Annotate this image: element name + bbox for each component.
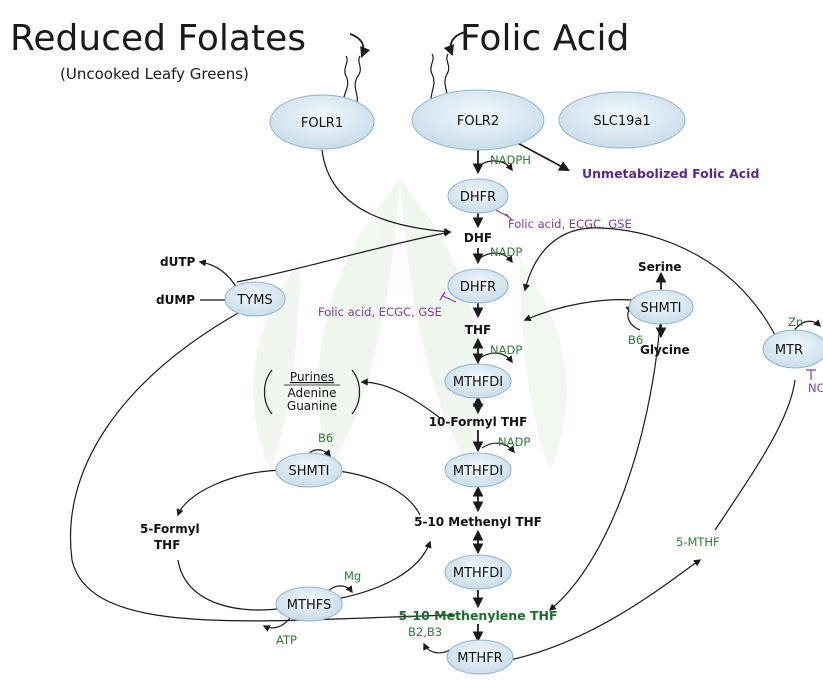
- title-reduced-folates: Reduced Folates: [10, 18, 306, 59]
- node-dhfr-1: DHFR: [447, 178, 509, 214]
- node-shmt-right: SHMTI: [628, 289, 694, 325]
- label-purines: Purines: [290, 370, 334, 384]
- label-dhf: DHF: [464, 231, 492, 245]
- inhibitor-label-dhfr-1: Folic acid, ECGC, GSE: [508, 217, 632, 231]
- inhibitor-label-nc: NC: [808, 381, 823, 395]
- inhibitor-label-dhfr-2: Folic acid, ECGC, GSE: [318, 305, 442, 319]
- label-5-formyl-thf: THF: [154, 538, 180, 552]
- svg-text:SLC19a1: SLC19a1: [593, 114, 650, 129]
- label-10-formyl-thf: 10-Formyl THF: [429, 415, 528, 429]
- purines-group: Purines Adenine Guanine: [263, 369, 361, 415]
- label-thf: THF: [465, 323, 491, 337]
- label-glycine: Glycine: [640, 343, 690, 357]
- pathway-arrows: [69, 139, 822, 661]
- cofactor-b6-left: B6: [318, 431, 333, 445]
- cofactor-nadph: NADPH: [490, 153, 531, 167]
- svg-text:FOLR1: FOLR1: [301, 116, 343, 131]
- label-serine: Serine: [638, 260, 682, 274]
- svg-text:SHMTI: SHMTI: [640, 301, 681, 316]
- svg-text:MTHFR: MTHFR: [457, 651, 502, 666]
- label-adenine: Adenine: [288, 386, 337, 400]
- node-dhfr-2: DHFR: [447, 268, 509, 304]
- label-guanine: Guanine: [287, 399, 337, 413]
- inhibitor-marks: [439, 209, 816, 380]
- node-mthfd-3: MTHFDI: [444, 554, 512, 590]
- cofactor-zn: Zn: [788, 315, 803, 329]
- svg-text:SHMTI: SHMTI: [288, 464, 329, 479]
- cofactor-nadp-3: NADP: [498, 435, 530, 449]
- label-unmetabolized-folic-acid: Unmetabolized Folic Acid: [582, 166, 759, 181]
- cofactor-nadp-2: NADP: [490, 343, 522, 357]
- label-5-mthf: 5-MTHF: [676, 535, 720, 549]
- cofactor-atp: ATP: [276, 633, 297, 647]
- node-mthfr: MTHFR: [446, 639, 514, 675]
- label-dump: dUMP: [156, 293, 195, 307]
- arrow-reduced-folates: [349, 33, 371, 59]
- label-dutp: dUTP: [160, 255, 196, 269]
- cofactor-mg: Mg: [344, 569, 361, 583]
- svg-text:DHFR: DHFR: [460, 190, 496, 205]
- label-5-10-methenylene-thf: 5-10 Methenylene THF: [399, 608, 558, 623]
- node-mthfd-1: MTHFDI: [444, 363, 512, 399]
- receptor-squiggles: [343, 53, 450, 108]
- svg-text:MTHFDI: MTHFDI: [453, 464, 503, 479]
- node-mtr: MTR: [762, 329, 823, 369]
- node-folr2: FOLR2: [411, 89, 545, 151]
- svg-text:MTHFDI: MTHFDI: [453, 375, 503, 390]
- title-folic-acid: Folic Acid: [460, 18, 629, 59]
- cofactor-b6-right: B6: [628, 333, 643, 347]
- svg-text:FOLR2: FOLR2: [457, 114, 499, 129]
- node-folr1: FOLR1: [269, 94, 375, 150]
- label-5-formyl: 5-Formyl: [140, 522, 200, 536]
- arrow-folic-acid: [443, 31, 466, 57]
- background-leaf-watermark: [253, 180, 567, 470]
- label-5-10-methenyl-thf: 5-10 Methenyl THF: [414, 515, 542, 529]
- svg-text:DHFR: DHFR: [460, 280, 496, 295]
- cofactor-b2-b3: B2,B3: [408, 625, 442, 639]
- node-shmt-left: SHMTI: [275, 452, 343, 488]
- svg-text:MTHFS: MTHFS: [287, 598, 331, 613]
- svg-text:TYMS: TYMS: [236, 293, 272, 308]
- svg-text:MTR: MTR: [775, 343, 803, 358]
- node-mthfd-2: MTHFDI: [444, 452, 512, 488]
- svg-text:MTHFDI: MTHFDI: [453, 566, 503, 581]
- node-tyms: TYMS: [224, 281, 286, 317]
- cofactor-nadp-1: NADP: [490, 245, 522, 259]
- subtitle-uncooked-leafy-greens: (Uncooked Leafy Greens): [60, 65, 249, 83]
- node-slc19a1: SLC19a1: [558, 91, 686, 149]
- node-mthfs: MTHFS: [275, 586, 343, 622]
